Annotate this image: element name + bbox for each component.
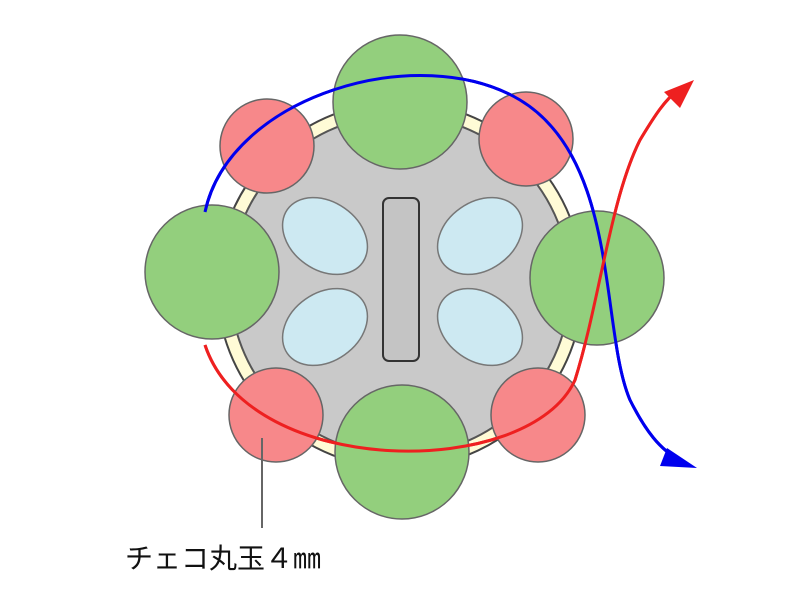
red-bead-top-right xyxy=(478,91,574,187)
blue-thread-over-beads xyxy=(203,73,681,462)
red-bead-bottom-right xyxy=(490,367,586,463)
red-arrowhead-icon xyxy=(664,80,694,108)
center-bar xyxy=(382,197,420,362)
red-thread-over-beads xyxy=(203,88,679,453)
green-bead-right xyxy=(529,210,665,346)
blue-oval-bottom-left xyxy=(281,287,369,367)
annotation-label: チェコ丸玉４㎜ xyxy=(125,542,321,575)
red-bead-bottom-left xyxy=(228,367,324,463)
green-bead-left xyxy=(144,204,280,340)
blue-oval-top-left xyxy=(281,196,369,276)
green-bead-top xyxy=(332,34,468,170)
red-bead-top-left xyxy=(219,98,315,194)
blue-oval-bottom-right xyxy=(436,287,524,367)
blue-oval-top-right xyxy=(436,196,524,276)
blue-arrowhead-icon xyxy=(660,448,697,468)
